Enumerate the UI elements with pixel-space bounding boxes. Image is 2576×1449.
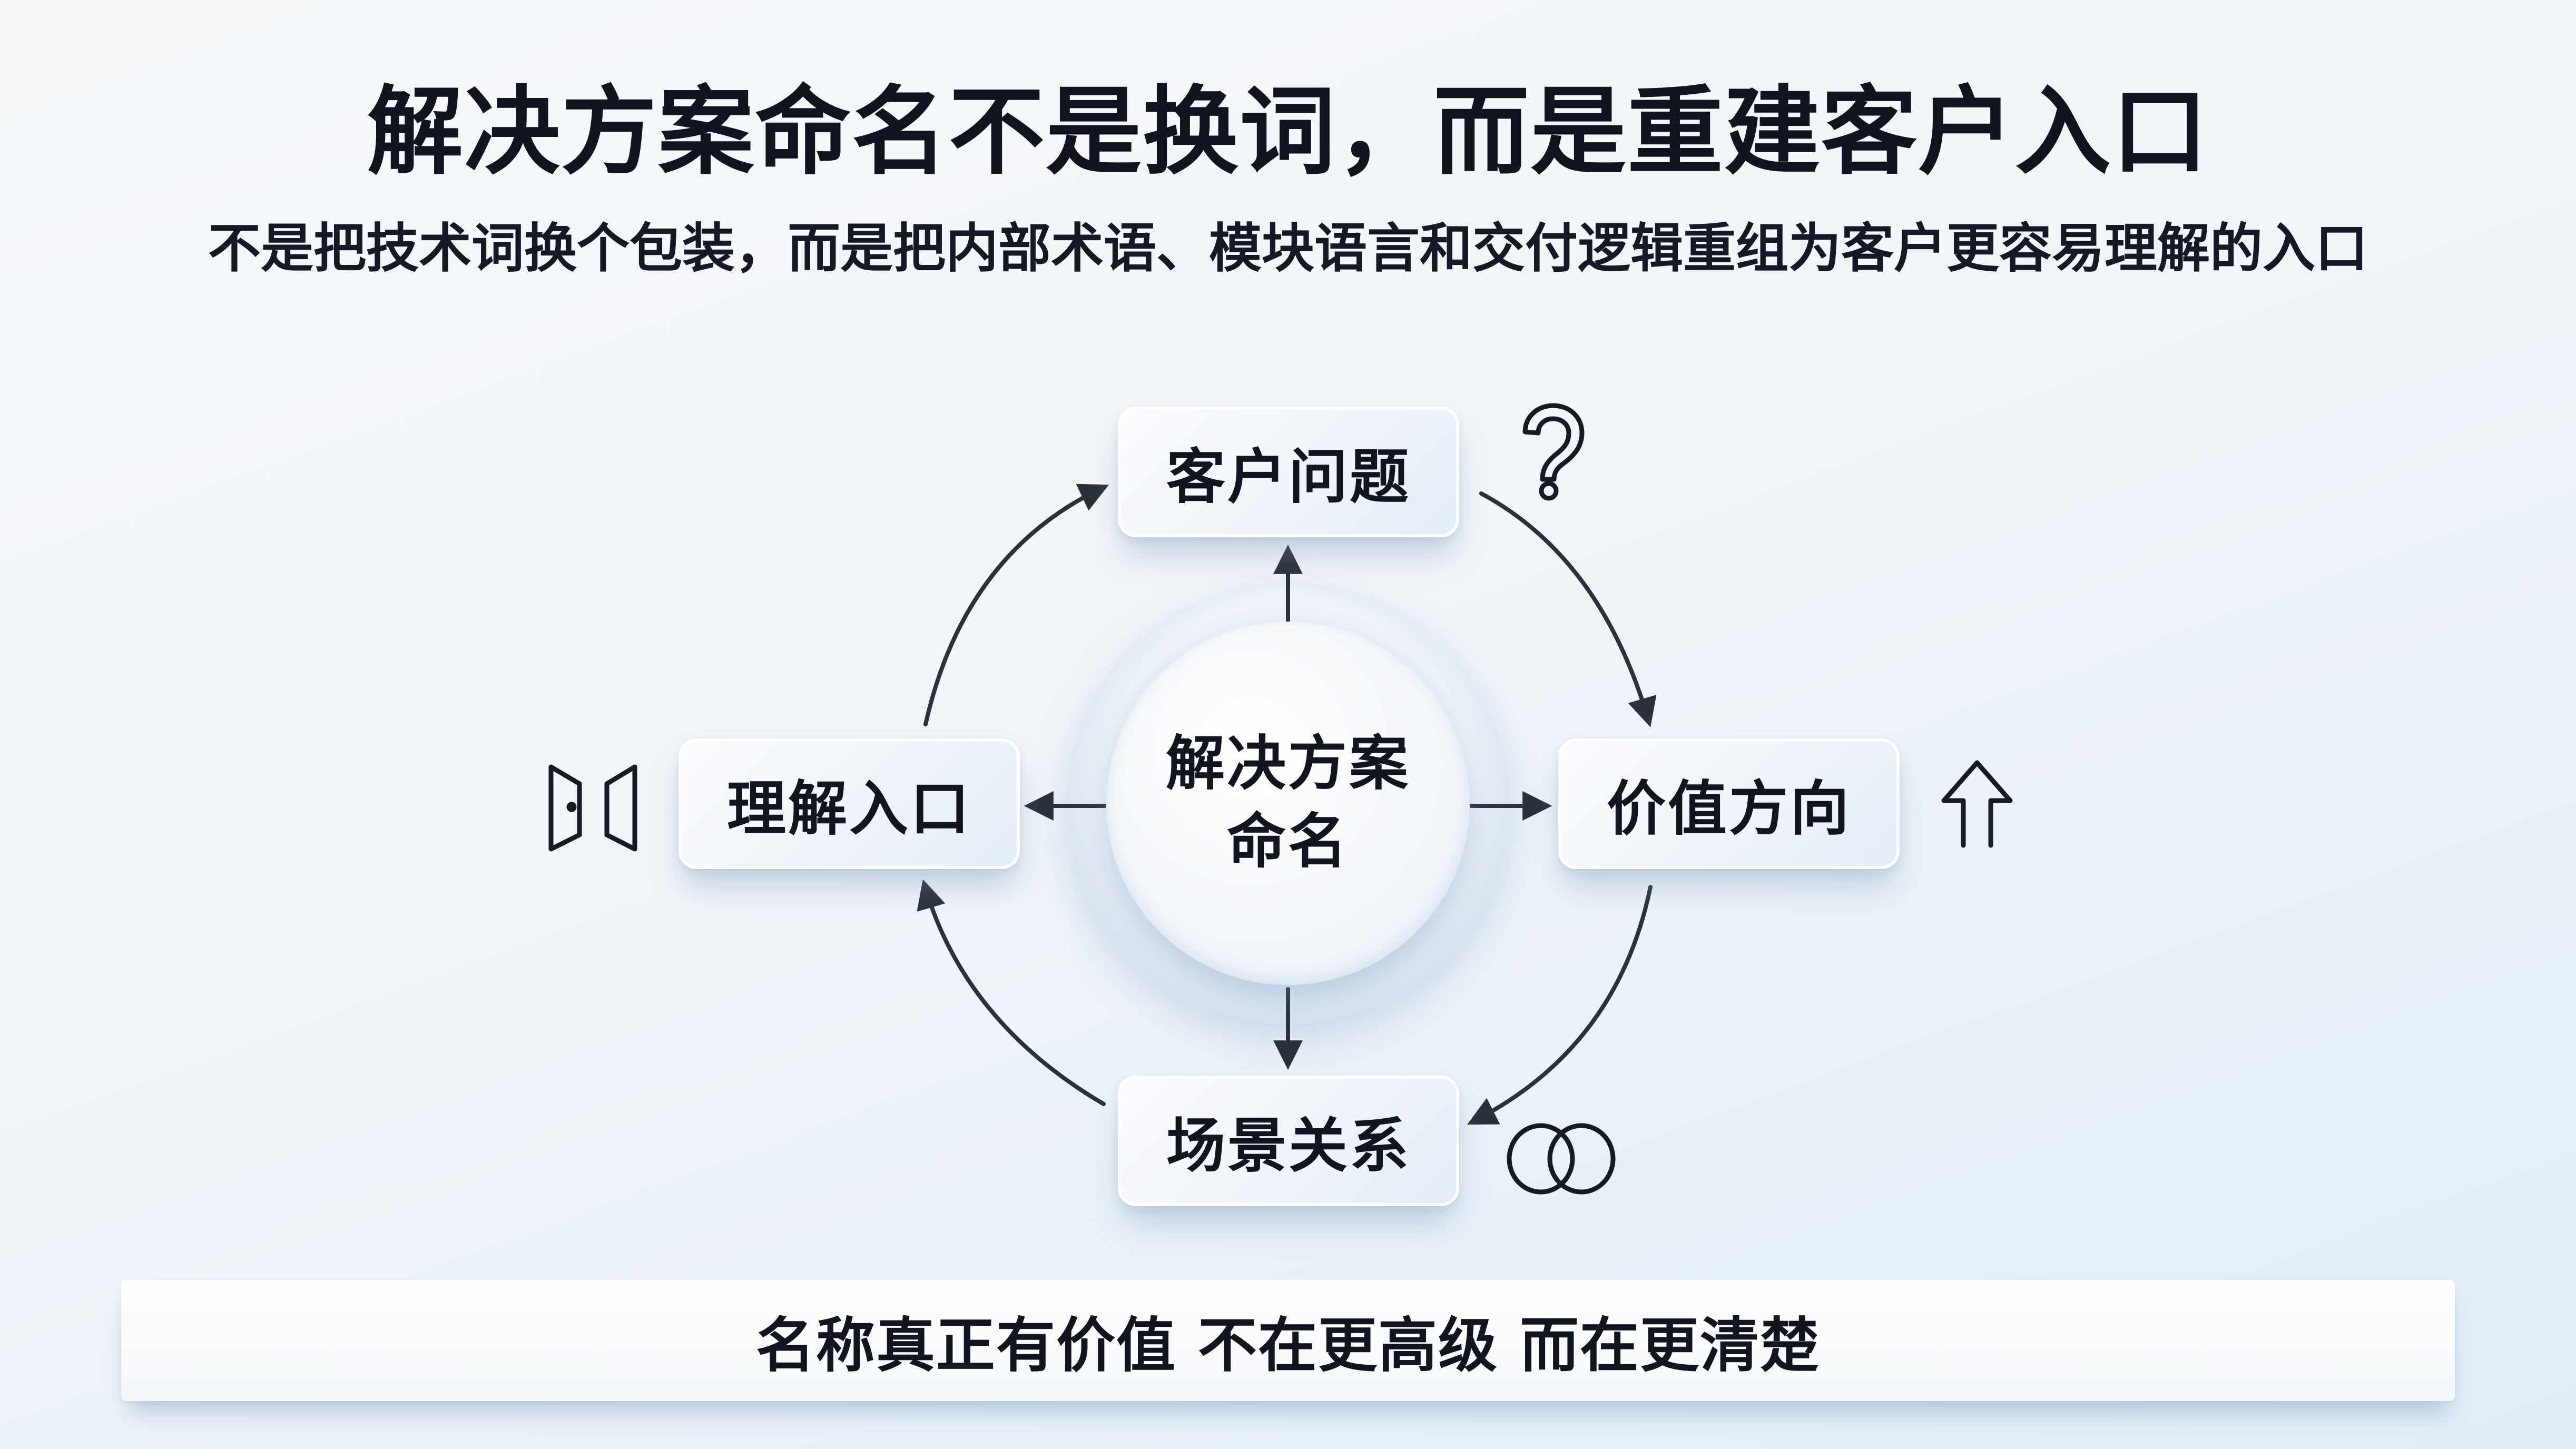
arc-right-to-bottom [1467, 885, 1653, 1125]
center-label-line2: 命名 [1227, 807, 1349, 876]
node-label: 价值方向 [1607, 775, 1851, 843]
arc-left-to-top [923, 484, 1109, 726]
node-understanding-entry: 理解入口 [679, 738, 1020, 869]
linked-rings-icon [1507, 1123, 1616, 1195]
open-door-icon [548, 764, 637, 852]
footer-banner: 名称真正有价值 不在更高级 而在更清楚 [121, 1280, 2455, 1401]
node-label: 客户问题 [1166, 443, 1411, 511]
node-label: 理解入口 [727, 775, 971, 843]
footer-tagline: 名称真正有价值 不在更高级 而在更清楚 [756, 1312, 1820, 1380]
node-customer-problem: 客户问题 [1118, 407, 1459, 537]
page-title: 解决方案命名不是换词，而是重建客户入口 [367, 76, 2209, 188]
node-value-direction: 价值方向 [1558, 738, 1900, 869]
up-arrow-icon [1941, 760, 2013, 848]
page-subtitle: 不是把技术词换个包装，而是把内部术语、模块语言和交付逻辑重组为客户更容易理解的入… [208, 218, 2368, 279]
arc-top-to-right [1479, 491, 1657, 727]
node-label: 场景关系 [1166, 1112, 1411, 1180]
center-solution-naming: 解决方案 命名 [1106, 622, 1470, 985]
center-label-line1: 解决方案 [1166, 730, 1410, 799]
question-mark-icon [1522, 403, 1585, 501]
arc-bottom-to-left [917, 879, 1106, 1106]
node-scenario-relation: 场景关系 [1118, 1076, 1459, 1206]
